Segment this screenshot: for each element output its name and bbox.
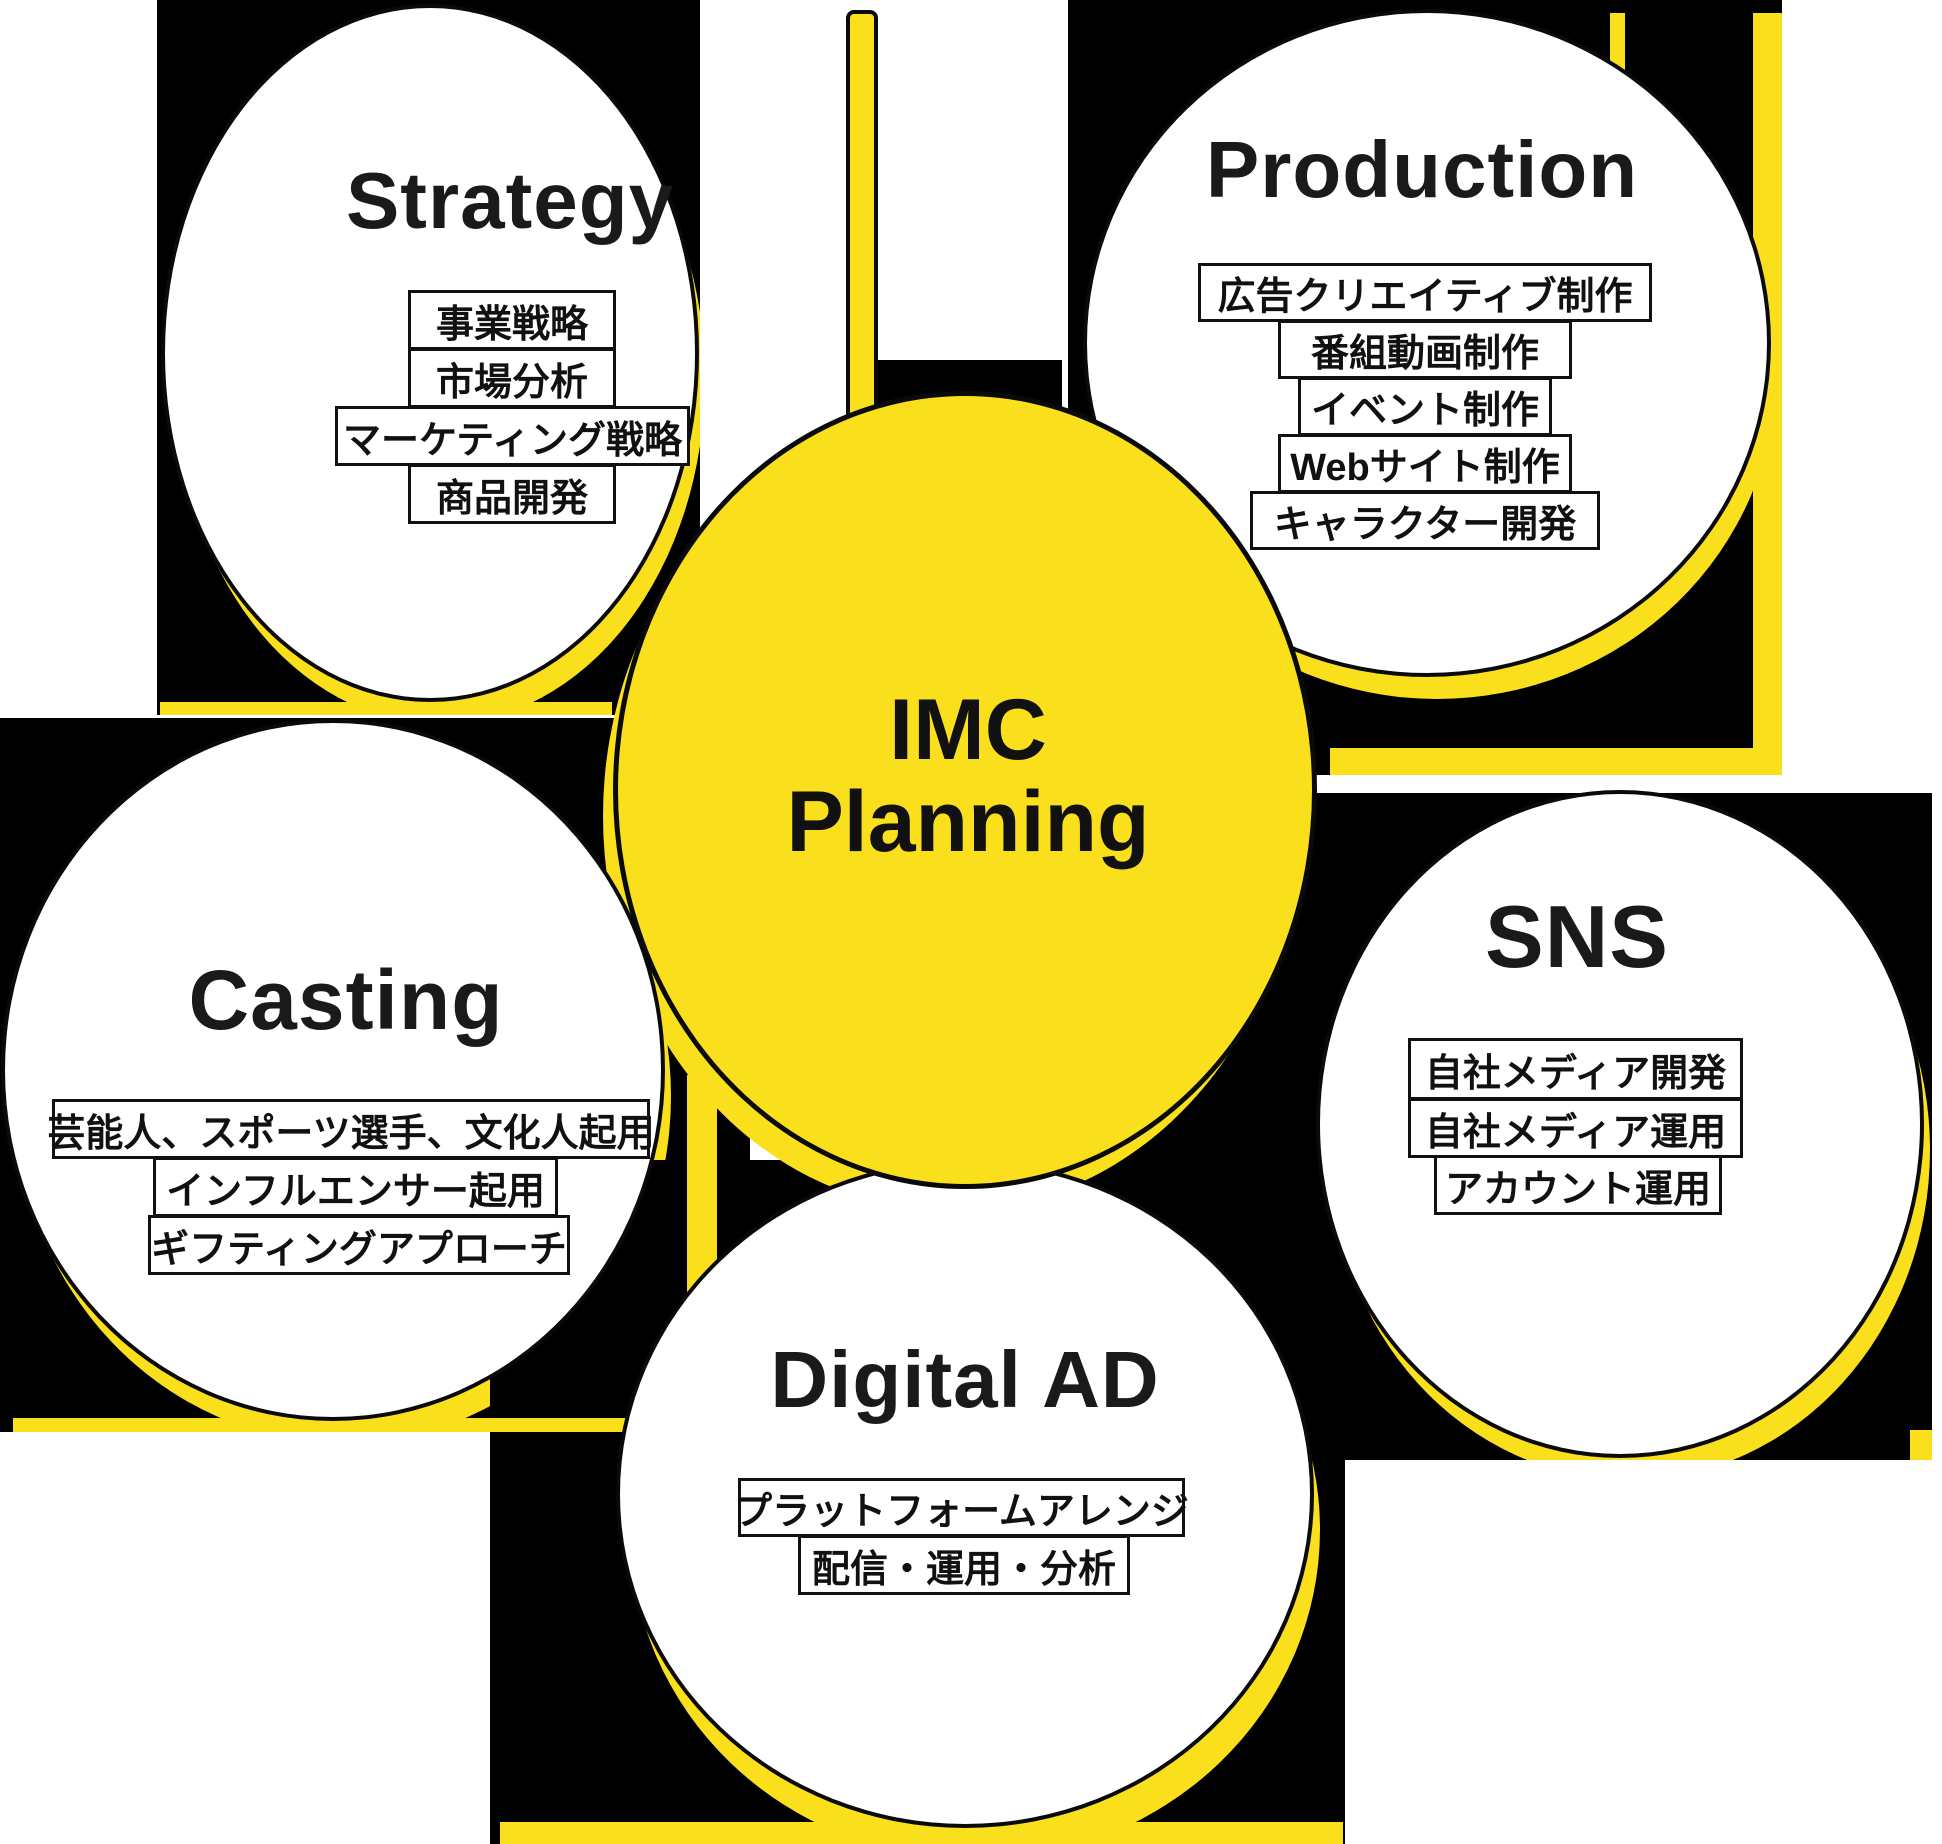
- imc-circle: [613, 391, 1317, 1189]
- sns-item-box: 自社メディア開発: [1408, 1038, 1743, 1100]
- digital-heading: Digital AD: [770, 1335, 1160, 1424]
- production-item-box: キャラクター開発: [1250, 491, 1600, 550]
- strategy-item-box: 商品開発: [408, 464, 616, 524]
- casting-item-box: 芸能人、スポーツ選手、文化人起用: [47, 1099, 655, 1159]
- casting-item-box: インフルエンサー起用: [153, 1157, 558, 1217]
- production-item-box: 広告クリエイティブ制作: [1198, 263, 1652, 322]
- production-bottom-band: [1330, 748, 1782, 775]
- sns-item-box: アカウント運用: [1434, 1155, 1722, 1215]
- casting-item-box: ギフティングアプローチ: [148, 1215, 570, 1275]
- casting-heading: Casting: [188, 953, 504, 1047]
- casting-circle: [1, 719, 665, 1421]
- digital-item-box: プラットフォームアレンジ: [734, 1478, 1189, 1537]
- strategy-item-box: 事業戦略: [408, 290, 616, 350]
- strategy-item-box: 市場分析: [408, 348, 616, 408]
- strategy-heading: Strategy: [345, 156, 675, 245]
- production-item-box: イベント制作: [1298, 377, 1552, 436]
- production-item-box: Webサイト制作: [1278, 434, 1572, 493]
- production-item-box: 番組動画制作: [1278, 320, 1572, 379]
- sns-item-box: 自社メディア運用: [1408, 1098, 1743, 1158]
- production-heading: Production: [1205, 125, 1639, 214]
- strategy-item-box: マーケティング戦略: [335, 406, 690, 466]
- imc-title-line1: IMC: [889, 682, 1047, 778]
- imc-title-line2: Planning: [786, 774, 1150, 870]
- sns-heading: SNS: [1485, 887, 1669, 986]
- sns-corner-band: [1910, 1430, 1932, 1460]
- strategy-bottom-band: [160, 702, 612, 715]
- digital-item-box: 配信・運用・分析: [798, 1535, 1130, 1595]
- digital-bottom-band: [500, 1822, 1343, 1844]
- casting-bottom-band: [13, 1418, 690, 1432]
